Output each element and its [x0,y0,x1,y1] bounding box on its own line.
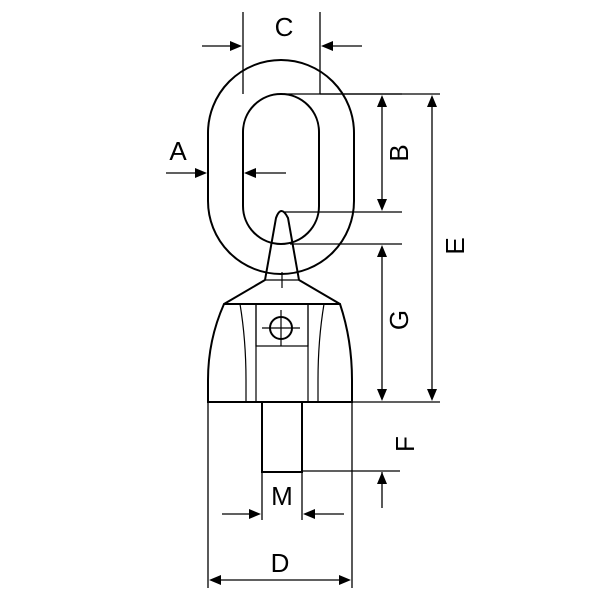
swivel-eye [223,210,341,305]
stem [261,401,303,473]
label-c: C [275,12,294,42]
label-f: F [390,436,420,452]
oval-link [207,59,355,275]
label-a: A [169,136,187,166]
dim-g: G [290,243,440,403]
body-inner-left [239,303,247,402]
link-inner [242,93,320,245]
dim-f: F [302,436,420,508]
label-e: E [440,237,470,254]
dim-e: E [320,93,470,401]
label-m: M [271,481,293,511]
dim-b: B [284,93,414,213]
body-outline [207,303,353,403]
dim-d: D [207,402,353,588]
body-inner-right [317,303,325,402]
label-b: B [384,144,414,161]
swivel-body [207,303,353,403]
pin-housing [255,303,309,347]
eye-neck [223,210,341,305]
dim-c: C [202,12,362,94]
label-g: G [384,310,414,330]
link-outer [207,59,355,275]
dim-m: M [222,472,344,520]
dim-a: A [166,136,286,178]
label-d: D [271,548,290,578]
